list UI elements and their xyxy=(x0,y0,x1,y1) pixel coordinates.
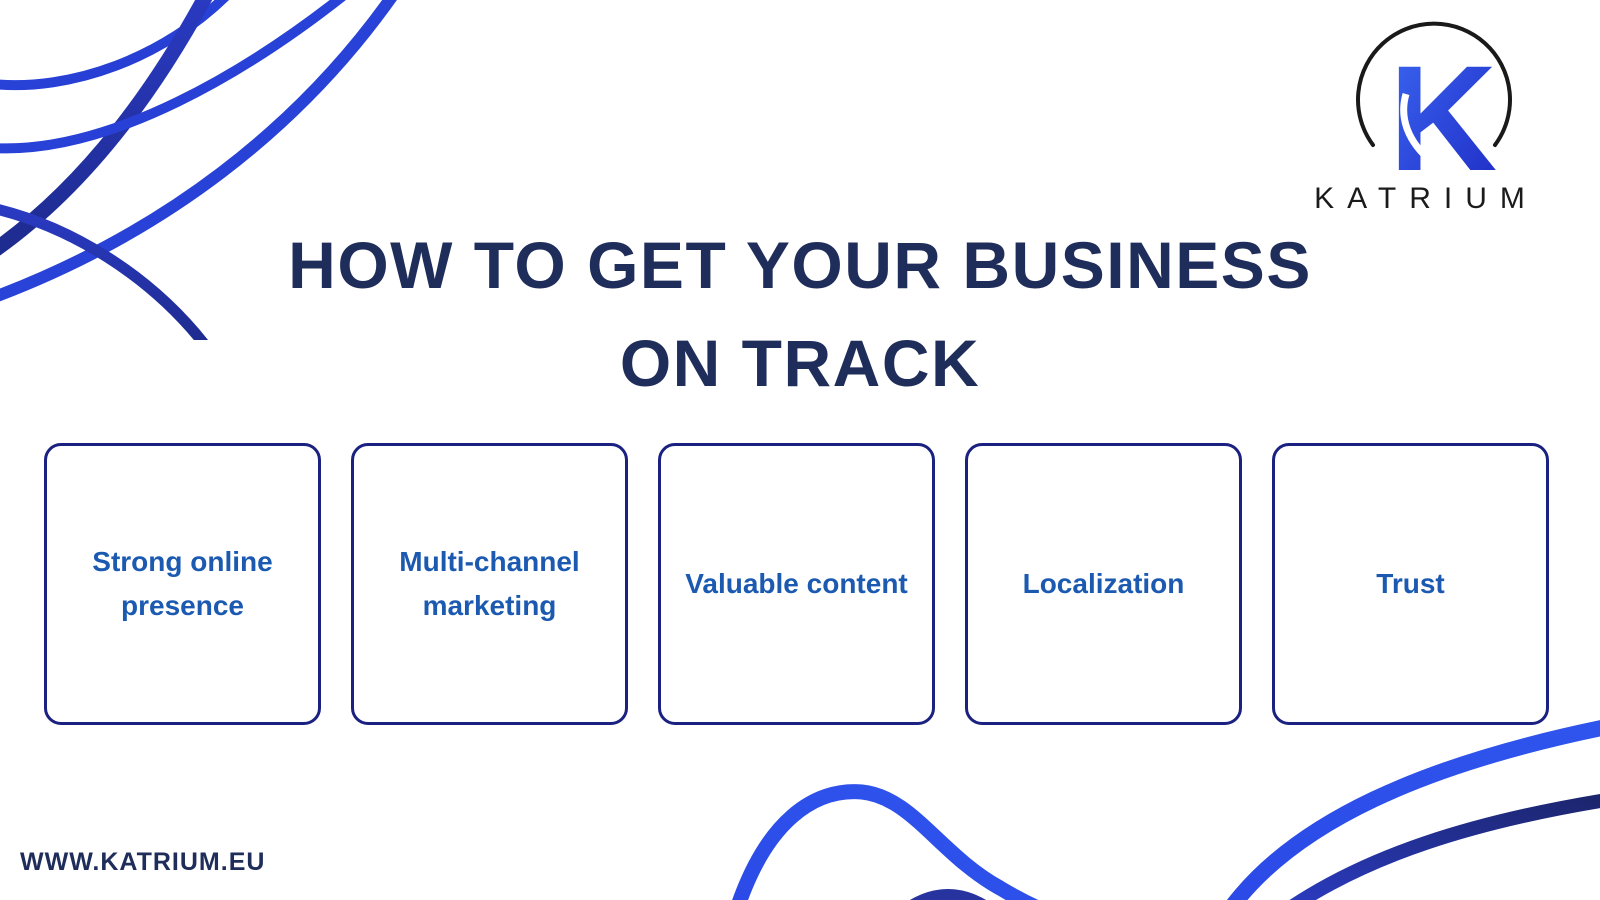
logo-k-swoosh xyxy=(1400,93,1435,165)
card-valuable-content: Valuable content xyxy=(658,443,935,725)
card-label: Strong online presence xyxy=(92,546,273,621)
katrium-logo: K KATRIUM xyxy=(1260,0,1570,230)
title-line-1: HOW TO GET YOUR BUSINESS xyxy=(288,228,1312,302)
page-title: HOW TO GET YOUR BUSINESS ON TRACK xyxy=(120,216,1480,412)
card-label: Localization xyxy=(1022,568,1185,599)
website-url: WWW.KATRIUM.EU xyxy=(20,848,266,876)
card-label: Multi-channel marketing xyxy=(399,546,580,621)
card-label: Trust xyxy=(1376,568,1445,599)
card-strong-online-presence: Strong online presence xyxy=(44,443,321,725)
title-line-2: ON TRACK xyxy=(619,326,981,400)
card-multi-channel-marketing: Multi-channel marketing xyxy=(351,443,628,725)
logo-wordmark: KATRIUM xyxy=(1314,182,1538,215)
card-trust: Trust xyxy=(1272,443,1549,725)
cards-row: Strong online presence Multi-channel mar… xyxy=(44,443,1549,725)
card-localization: Localization xyxy=(965,443,1242,725)
card-label: Valuable content xyxy=(685,568,908,599)
logo-circle xyxy=(1356,21,1512,147)
